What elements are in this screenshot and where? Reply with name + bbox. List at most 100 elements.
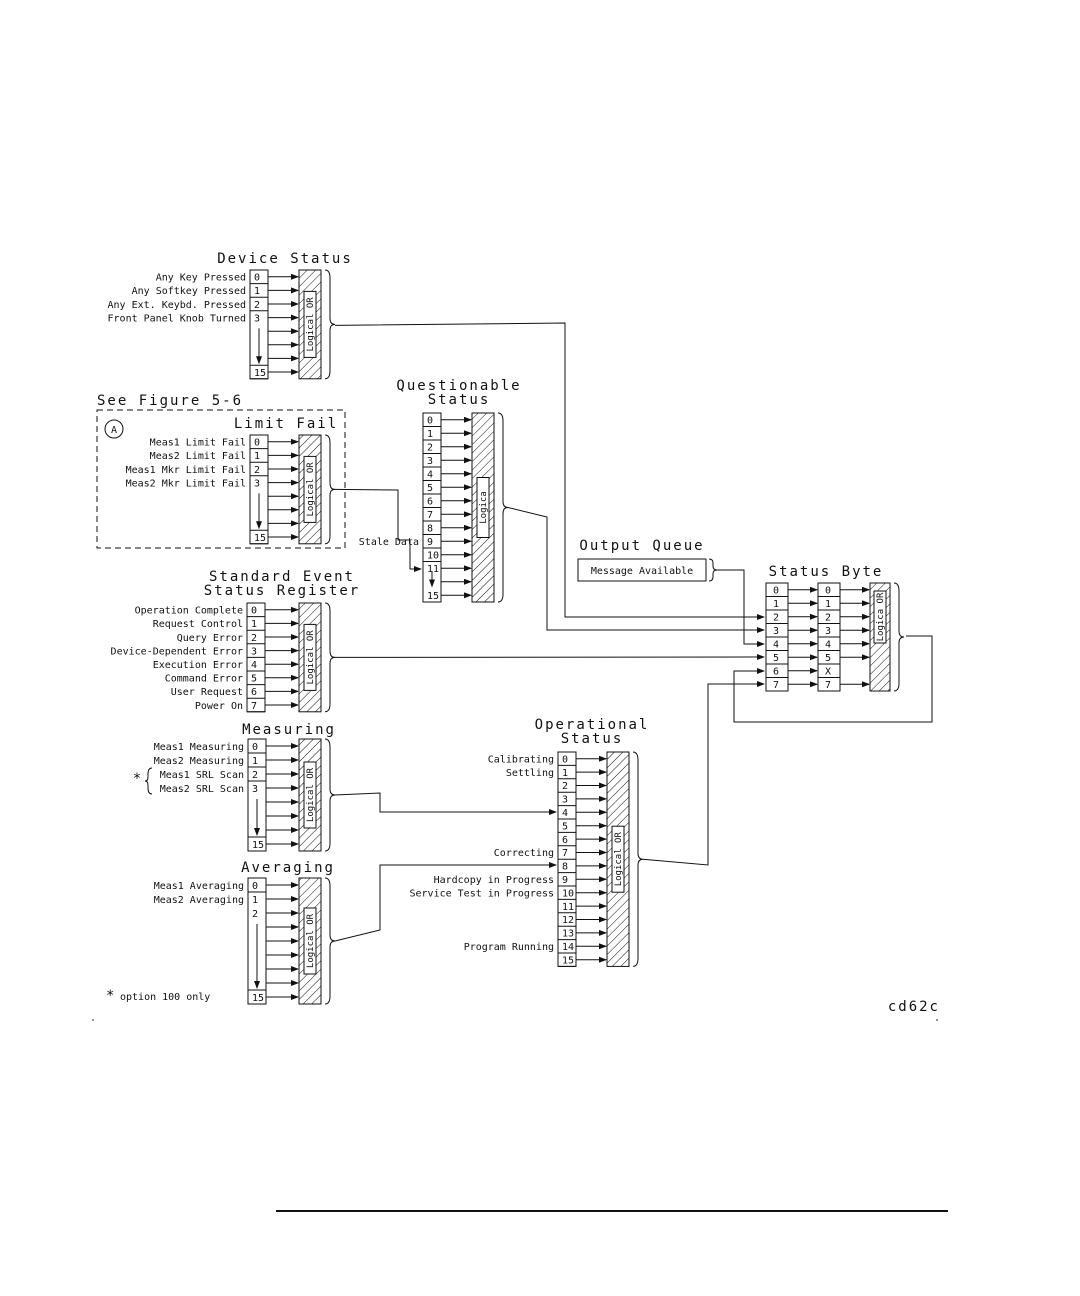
- figure-id: cd62c: [888, 999, 940, 1015]
- marker-a-label: A: [111, 425, 117, 436]
- device_status-condition-label: Any Ext. Keybd. Pressed: [108, 300, 246, 311]
- message-available-label: Message Available: [591, 566, 693, 577]
- operational-bit-0: 0: [562, 754, 568, 765]
- wire-device-status-to-sb2: [334, 322, 765, 620]
- operational-bit-10: 10: [562, 888, 574, 899]
- operational-bit-2: 2: [562, 781, 568, 792]
- operational-register: 0Calibrating1Settling234567Correcting89H…: [410, 717, 650, 967]
- footnote-star: *: [106, 988, 116, 1004]
- questionable-title: Status: [428, 392, 491, 408]
- measuring-bit-3: 3: [252, 784, 258, 795]
- connector-wires: [334, 322, 933, 942]
- operational-or-label: Logical OR: [614, 832, 624, 887]
- questionable-bit-10: 10: [427, 551, 439, 562]
- averaging-bit-0: 0: [252, 881, 258, 892]
- wire-operational-to-sb7: [642, 681, 765, 866]
- measuring-bit-0: 0: [252, 742, 258, 753]
- enable-bit-3: 3: [825, 626, 831, 637]
- averaging-or-label-box: [303, 907, 317, 975]
- standard_event-or-label-box: [303, 623, 317, 691]
- operational-condition-label: Correcting: [494, 848, 554, 859]
- standard_event-bit-5: 5: [251, 674, 257, 685]
- limit_fail-condition-label: Meas1 Mkr Limit Fail: [126, 465, 246, 476]
- footer-rule: [276, 1210, 948, 1212]
- questionable-bit-2: 2: [427, 443, 433, 454]
- questionable-title: Questionable: [396, 378, 521, 394]
- operational-bit-13: 13: [562, 929, 574, 940]
- questionable-bit-9: 9: [427, 537, 433, 548]
- operational-condition-label: Program Running: [464, 942, 554, 953]
- wire-measuring-to-operational: [334, 792, 557, 815]
- status-byte-bit-6: 6: [773, 667, 779, 678]
- operational-condition-label: Service Test in Progress: [410, 888, 555, 899]
- option-brace: [144, 767, 153, 795]
- annotations: See Figure 5-6A*Message AvailableOutput …: [92, 393, 940, 1021]
- enable-bit-4: 4: [825, 640, 831, 651]
- measuring-brace: [324, 738, 336, 852]
- wire-output-queue-to-sb4: [717, 569, 765, 647]
- limit_fail-bit-3: 3: [254, 478, 260, 489]
- enable-bit-0: 0: [825, 586, 831, 597]
- questionable-bit-4: 4: [427, 470, 433, 481]
- enable-bit-7: 7: [825, 680, 831, 691]
- questionable-bit-8: 8: [427, 524, 433, 535]
- corner-dot: [92, 1019, 94, 1021]
- questionable-bit-0: 0: [427, 416, 433, 427]
- device_status-or-label: Logical OR: [306, 297, 316, 352]
- operational-or-label-box: [611, 825, 625, 893]
- device_status-bit-15: 15: [254, 368, 266, 379]
- operational-bit-14: 14: [562, 942, 574, 953]
- limit_fail-condition-label: Meas1 Limit Fail: [150, 438, 246, 449]
- averaging-or-label: Logical OR: [306, 913, 316, 968]
- standard_event-bit-6: 6: [251, 687, 257, 698]
- device_status-condition-label: Front Panel Knob Turned: [108, 313, 246, 324]
- operational-bit-12: 12: [562, 915, 574, 926]
- limit_fail-bit-0: 0: [254, 438, 260, 449]
- standard_event-condition-label: Execution Error: [153, 660, 243, 671]
- standard_event-condition-label: Command Error: [165, 674, 243, 685]
- standard_event-title: Status Register: [204, 583, 360, 599]
- averaging-bit-2: 2: [252, 909, 258, 920]
- standard_event-bit-4: 4: [251, 660, 257, 671]
- footnote-text: option 100 only: [120, 992, 210, 1003]
- wire-limit-fail-to-questionable: [334, 488, 422, 572]
- operational-brace: [632, 751, 644, 967]
- measuring-or-label: Logical OR: [306, 767, 316, 822]
- questionable-bit-15: 15: [427, 591, 439, 602]
- operational-bit-8: 8: [562, 862, 568, 873]
- averaging-brace: [324, 877, 336, 1005]
- measuring-title: Measuring: [242, 722, 336, 738]
- questionable-or-label: Logica: [479, 491, 489, 524]
- device_status-title: Device Status: [217, 251, 353, 267]
- enable-bit-1: 1: [825, 599, 831, 610]
- enable-bit-5: 5: [825, 653, 831, 664]
- operational-bit-6: 6: [562, 835, 568, 846]
- operational-title: Operational: [535, 717, 650, 733]
- enable-bit-X: X: [825, 667, 831, 678]
- option-star: *: [133, 771, 143, 787]
- operational-bit-3: 3: [562, 795, 568, 806]
- operational-condition-label: Settling: [506, 768, 554, 779]
- standard_event-condition-label: Device-Dependent Error: [111, 646, 243, 657]
- limit_fail-condition-label: Meas2 Mkr Limit Fail: [126, 478, 246, 489]
- standard_event-condition-label: User Request: [171, 687, 243, 698]
- status-byte-bit-2: 2: [773, 613, 779, 624]
- measuring-condition-label: Meas2 SRL Scan: [160, 784, 244, 795]
- measuring-bit-1: 1: [252, 756, 258, 767]
- status-byte-title: Status Byte: [769, 564, 884, 580]
- status-byte-brace: [893, 582, 905, 692]
- operational-title: Status: [561, 731, 624, 747]
- status-byte-bit-1: 1: [773, 599, 779, 610]
- questionable-bit-6: 6: [427, 497, 433, 508]
- device_status-brace: [324, 269, 336, 380]
- limit-fail-dashed-group: [96, 409, 346, 549]
- questionable-bit-3: 3: [427, 456, 433, 467]
- device_status-bit-0: 0: [254, 273, 260, 284]
- operational-bit-9: 9: [562, 875, 568, 886]
- limit_fail-or-label: Logical OR: [306, 462, 316, 517]
